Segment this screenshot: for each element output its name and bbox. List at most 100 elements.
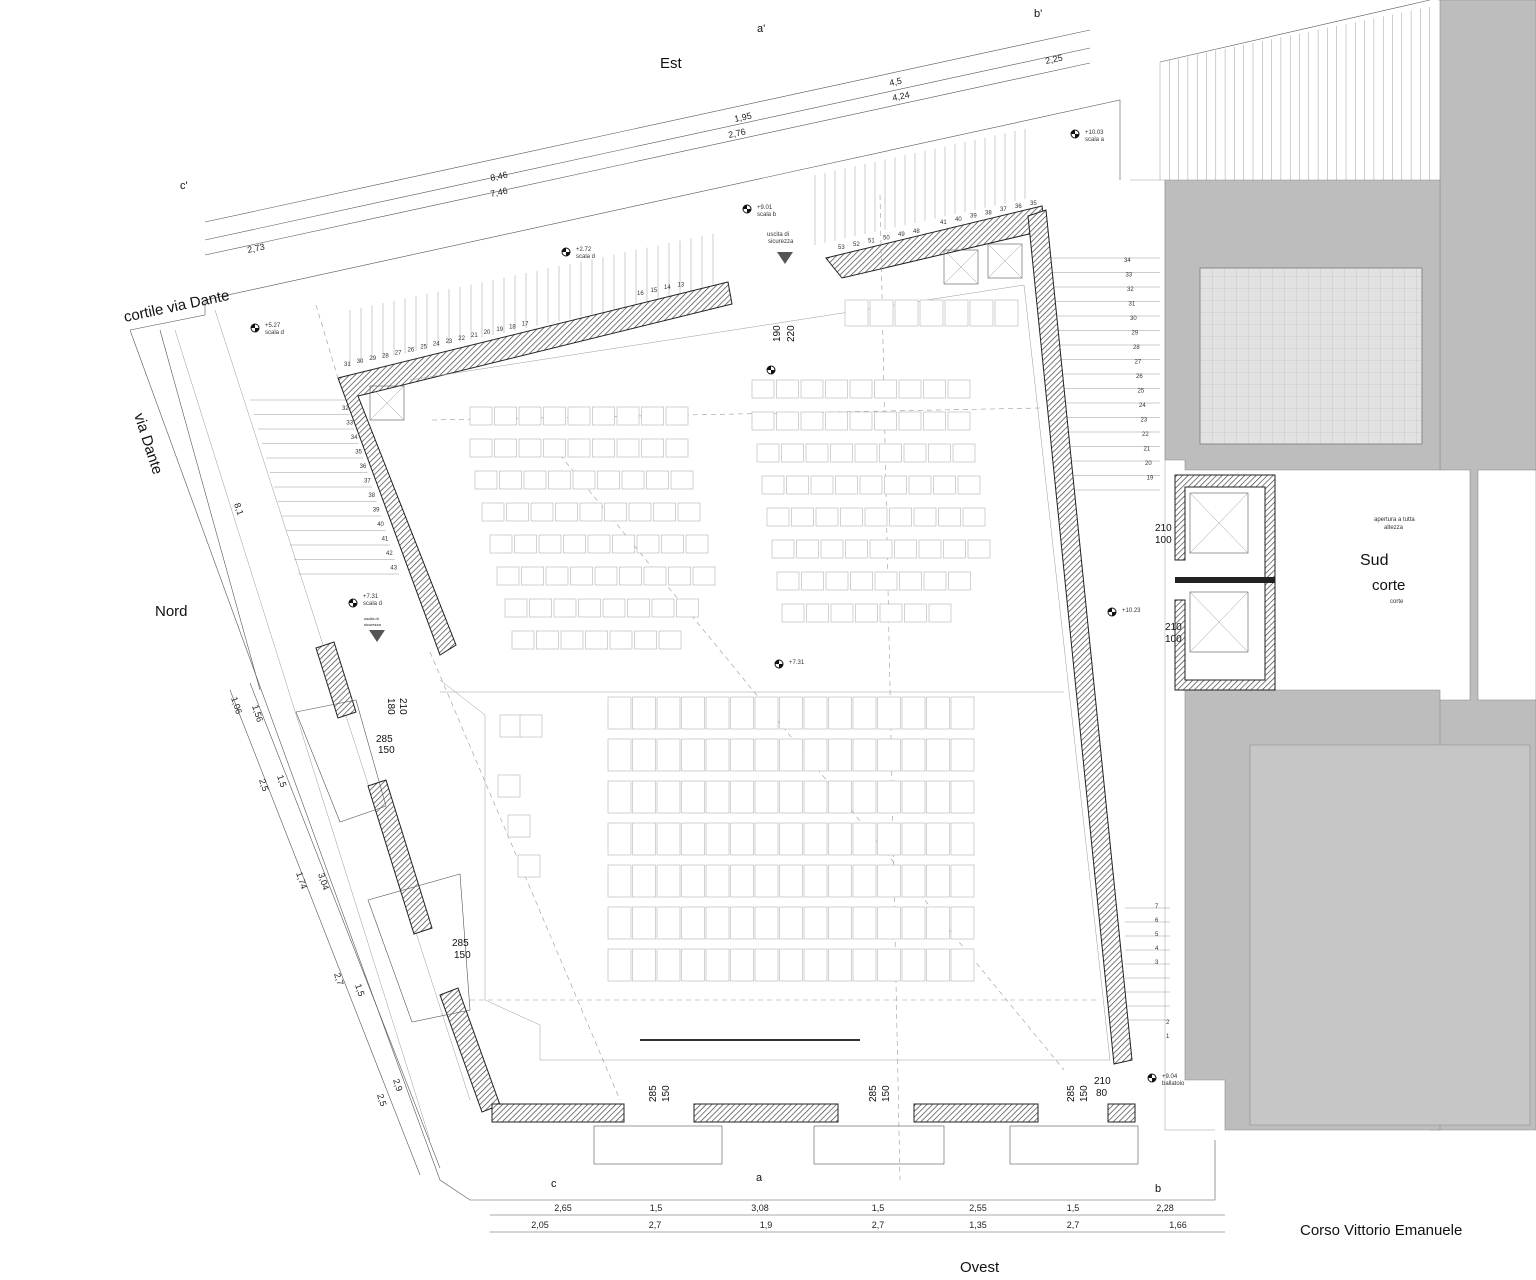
- step-number: 37: [1000, 207, 1007, 213]
- step-number: 48: [913, 229, 920, 235]
- door-9-width: 210: [1155, 523, 1172, 534]
- door-5-height: 150: [661, 1085, 672, 1102]
- step-number: 21: [471, 333, 478, 339]
- svg-text:8,46: 8,46: [489, 170, 508, 183]
- level-731b: +7.31: [789, 660, 805, 666]
- svg-text:1,06: 1,06: [229, 696, 244, 716]
- step-number: 22: [458, 336, 465, 342]
- step-number: 39: [970, 214, 977, 220]
- step-number: 4: [1155, 946, 1159, 952]
- dim-bottom-row2: 2,7: [1067, 1220, 1080, 1230]
- step-number: 41: [382, 537, 389, 543]
- door-6-height: 150: [881, 1085, 892, 1102]
- step-number: 14: [664, 285, 671, 291]
- dimension-lines: [159, 29, 1225, 1233]
- level-1023: +10.23: [1122, 608, 1141, 614]
- step-number: 32: [1127, 287, 1134, 293]
- step-number: 42: [386, 551, 393, 557]
- step-number: 25: [420, 345, 427, 351]
- label-nord: Nord: [155, 603, 188, 620]
- dims-top: 2,25 4,5 4,24 1,95 2,76 8,46 7,46 2,73: [246, 53, 1063, 255]
- label-cortile: cortile via Dante: [122, 287, 231, 326]
- step-number: 19: [1147, 476, 1154, 482]
- dim-bottom-row1: 3,08: [751, 1203, 769, 1213]
- roof-hatching: [1159, 0, 1431, 180]
- label-apertura-2: altezza: [1384, 525, 1404, 531]
- step-number: 13: [678, 282, 685, 288]
- door-1-width: 220: [786, 325, 797, 342]
- hall-walls: [315, 205, 1276, 1123]
- step-number: 31: [344, 362, 351, 368]
- dim-bottom-row2: 2,7: [872, 1220, 885, 1230]
- step-number: 53: [838, 245, 845, 251]
- wall-west-1: [315, 641, 357, 719]
- label-ovest: Ovest: [960, 1259, 1000, 1276]
- svg-text:2,73: 2,73: [246, 242, 265, 255]
- step-number: 27: [1135, 360, 1142, 366]
- step-number: 43: [390, 566, 397, 572]
- door-1-height: 190: [772, 325, 783, 342]
- step-number: 5: [1155, 932, 1159, 938]
- step-number: 51: [868, 239, 875, 245]
- wall-north-west: [337, 281, 733, 656]
- door-9-height: 100: [1155, 535, 1172, 546]
- step-number: 35: [355, 450, 362, 456]
- level-731a-scala: scala d: [363, 601, 382, 607]
- step-number: 52: [853, 242, 860, 248]
- step-number: 20: [484, 330, 491, 336]
- step-number: 24: [433, 342, 440, 348]
- step-number: 39: [373, 508, 380, 514]
- dim-bottom-row2: 1,66: [1169, 1220, 1187, 1230]
- step-number: 3: [1155, 960, 1159, 966]
- level-901-scala: scala b: [757, 212, 777, 218]
- step-number: 34: [351, 435, 358, 441]
- level-272: +2.72: [576, 247, 592, 253]
- svg-text:8,1: 8,1: [232, 502, 245, 517]
- lift-boxes: [369, 243, 1249, 653]
- level-904-scala: ballatoio: [1162, 1081, 1185, 1087]
- step-number: 20: [1145, 461, 1152, 467]
- level-904: +9.04: [1162, 1074, 1178, 1080]
- step-number: 33: [346, 421, 353, 427]
- step-number: 38: [985, 210, 992, 216]
- dim-bottom-row1: 2,55: [969, 1203, 987, 1213]
- step-number: 29: [369, 356, 376, 362]
- wall-south-3: [913, 1103, 1039, 1123]
- svg-text:1,95: 1,95: [733, 111, 752, 124]
- dim-bottom-row2: 1,35: [969, 1220, 987, 1230]
- door-6-width: 285: [868, 1085, 879, 1102]
- step-number: 36: [360, 464, 367, 470]
- svg-text:2,5: 2,5: [257, 778, 270, 793]
- step-number: 37: [364, 479, 371, 485]
- step-number: 26: [408, 348, 415, 354]
- step-number: 30: [357, 359, 364, 365]
- step-number: 28: [1133, 345, 1140, 351]
- wall-south-2: [693, 1103, 839, 1123]
- level-527: +5.27: [265, 323, 281, 329]
- door-4-height: 150: [454, 950, 471, 961]
- step-number: 21: [1144, 447, 1151, 453]
- dim-bottom-row2: 2,7: [649, 1220, 662, 1230]
- step-number: 34: [1124, 258, 1131, 264]
- step-number: 33: [1126, 273, 1133, 279]
- section-b-bottom: b: [1155, 1183, 1161, 1195]
- label-via-dante: via Dante: [130, 411, 166, 477]
- svg-text:1,56: 1,56: [250, 704, 265, 724]
- step-number: 41: [940, 220, 947, 226]
- step-number: 23: [446, 339, 453, 345]
- step-number: 24: [1139, 403, 1146, 409]
- lift-wall: [1174, 474, 1276, 691]
- svg-text:2,76: 2,76: [727, 127, 746, 140]
- step-number: 35: [1030, 201, 1037, 207]
- balconies: [295, 699, 1139, 1165]
- svg-text:4,24: 4,24: [891, 90, 910, 103]
- door-7-height: 150: [1079, 1085, 1090, 1102]
- exit-arrow-icon: [777, 252, 793, 264]
- step-number: 15: [651, 288, 658, 294]
- svg-text:1,5: 1,5: [353, 983, 366, 998]
- level-527-scala: scala d: [265, 330, 284, 336]
- door-2-height: 180: [385, 698, 396, 715]
- step-number: 19: [496, 327, 503, 333]
